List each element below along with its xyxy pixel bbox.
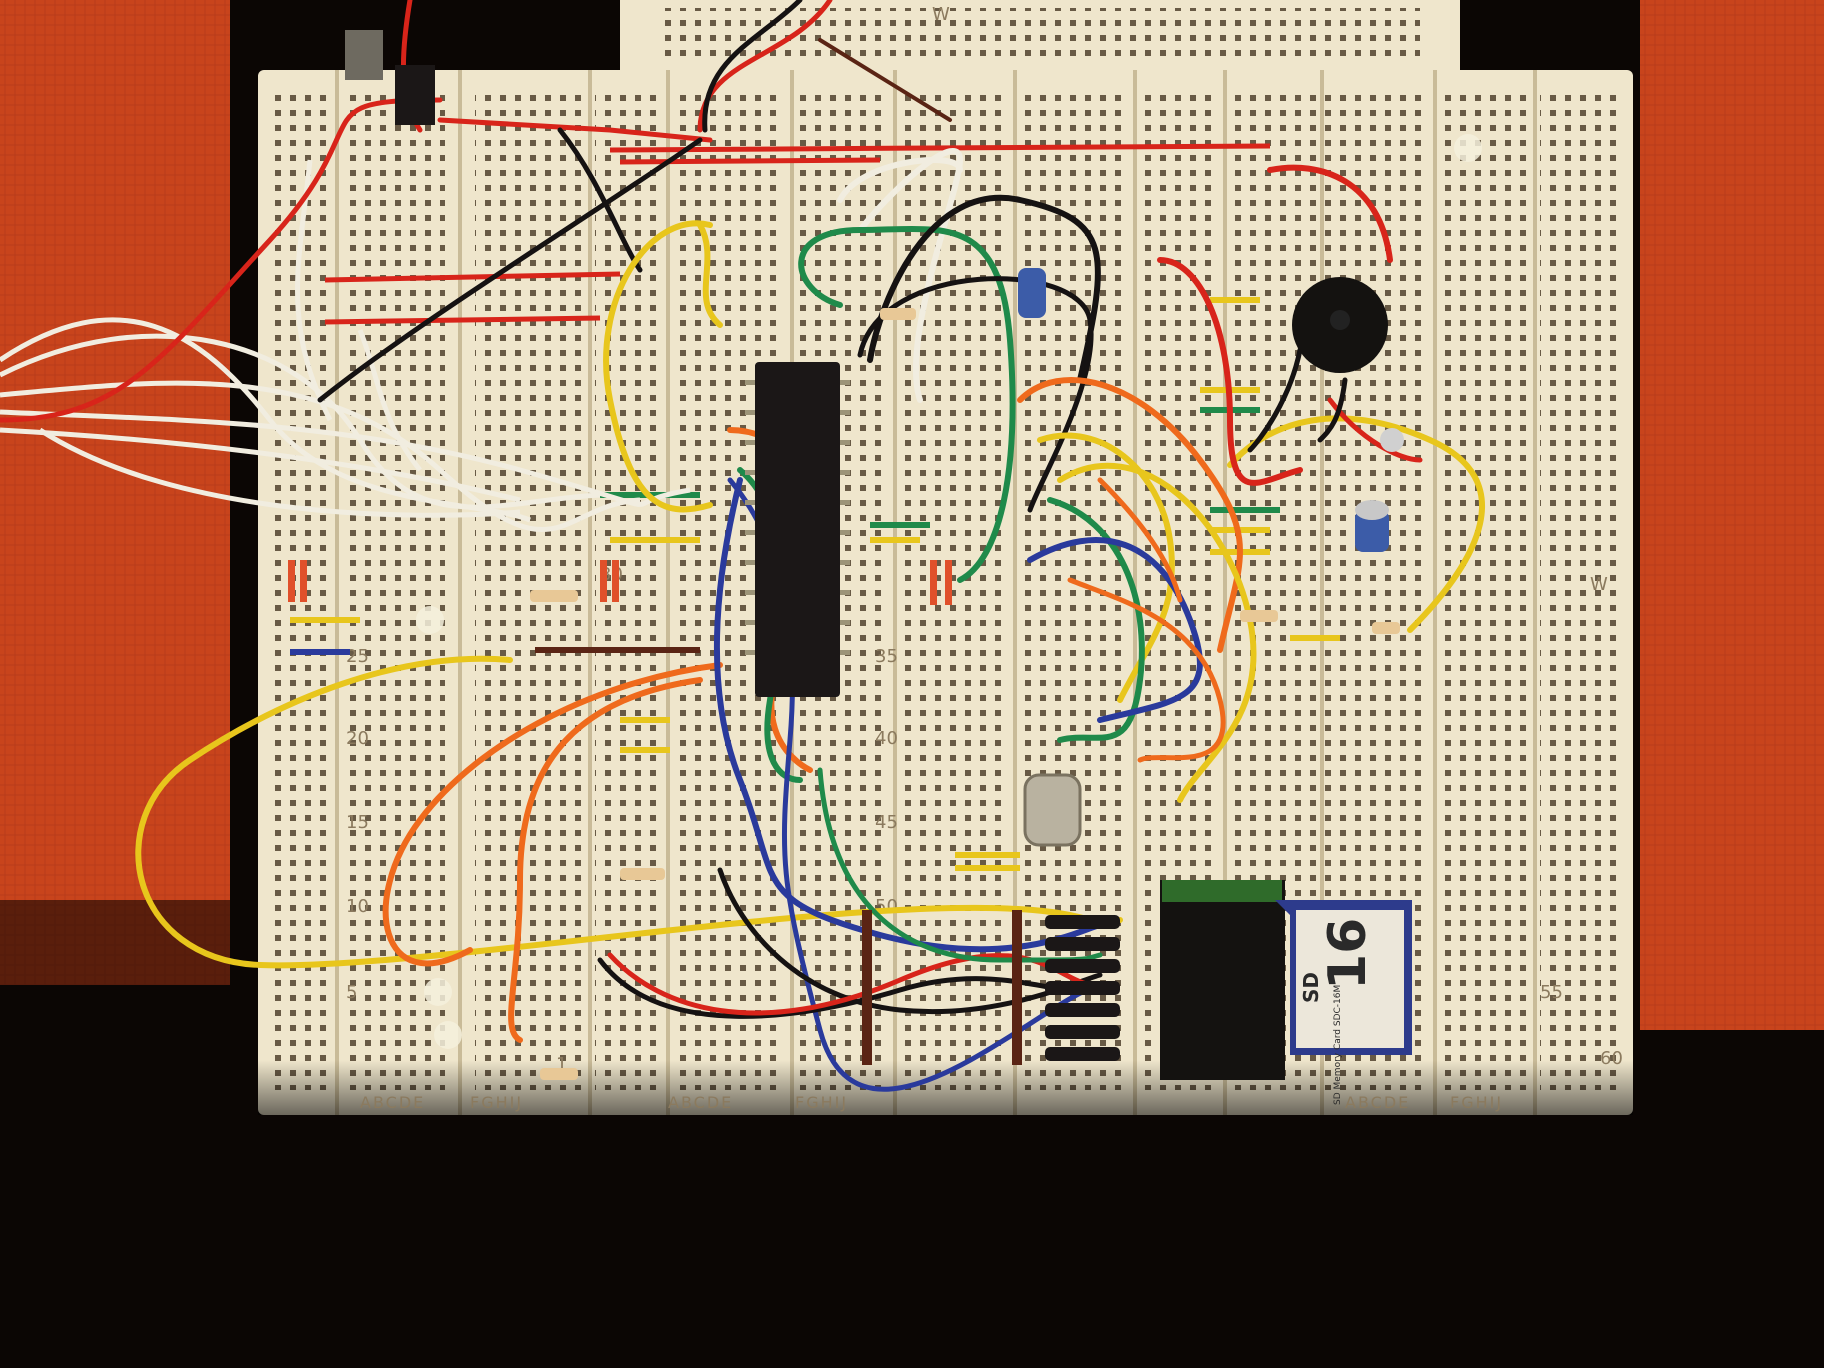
column-letters: ABCDE (668, 1093, 733, 1112)
resistor (288, 560, 952, 605)
row-label: 55 (1540, 982, 1563, 1003)
row-number-labels: 1 5 10 15 20 25 30 35 40 45 50 55 60 (346, 564, 1623, 1075)
rail-marker: W (1590, 574, 1608, 595)
crystal-oscillator (1023, 773, 1082, 847)
row-label: 25 (346, 646, 369, 667)
row-label: 45 (875, 812, 898, 833)
sd-card-socket (1160, 880, 1285, 1080)
electrolytic-capacitor (1018, 268, 1404, 552)
row-label: 60 (1600, 1048, 1623, 1069)
row-label: 1 (556, 1054, 567, 1075)
column-letters: ABCDE (360, 1093, 425, 1112)
power-jumpers (324, 143, 1271, 325)
row-label: 20 (346, 728, 369, 749)
sd-caption: SD Memory Card SDC-16M (1333, 985, 1343, 1105)
row-label: 5 (346, 982, 357, 1003)
short-jumpers (290, 297, 1340, 871)
resistor (530, 308, 1400, 1080)
rail-marker: W (932, 4, 950, 25)
jumper-wires (0, 0, 1486, 1092)
led (416, 134, 1482, 1049)
sd-logo: SD (1299, 972, 1323, 1003)
row-label: 40 (875, 728, 898, 749)
column-letters: ABCDE (1345, 1093, 1410, 1112)
sd-capacity: 16 (1318, 918, 1378, 990)
voltage-regulator (345, 30, 435, 125)
row-label: 10 (346, 896, 369, 917)
right-red-cloth (1640, 0, 1824, 1030)
column-letters: FGHIJ (795, 1093, 848, 1112)
header-pins (862, 910, 1120, 1065)
piezo-buzzer (1292, 277, 1388, 373)
column-letters: FGHIJ (470, 1093, 523, 1112)
row-label: 35 (875, 646, 898, 667)
column-letters: FGHIJ (1450, 1093, 1503, 1112)
row-label: 15 (346, 812, 369, 833)
microcontroller-chip (745, 362, 850, 697)
sd-card: 16 SD SD Memory Card SDC-16M (1275, 900, 1412, 1105)
